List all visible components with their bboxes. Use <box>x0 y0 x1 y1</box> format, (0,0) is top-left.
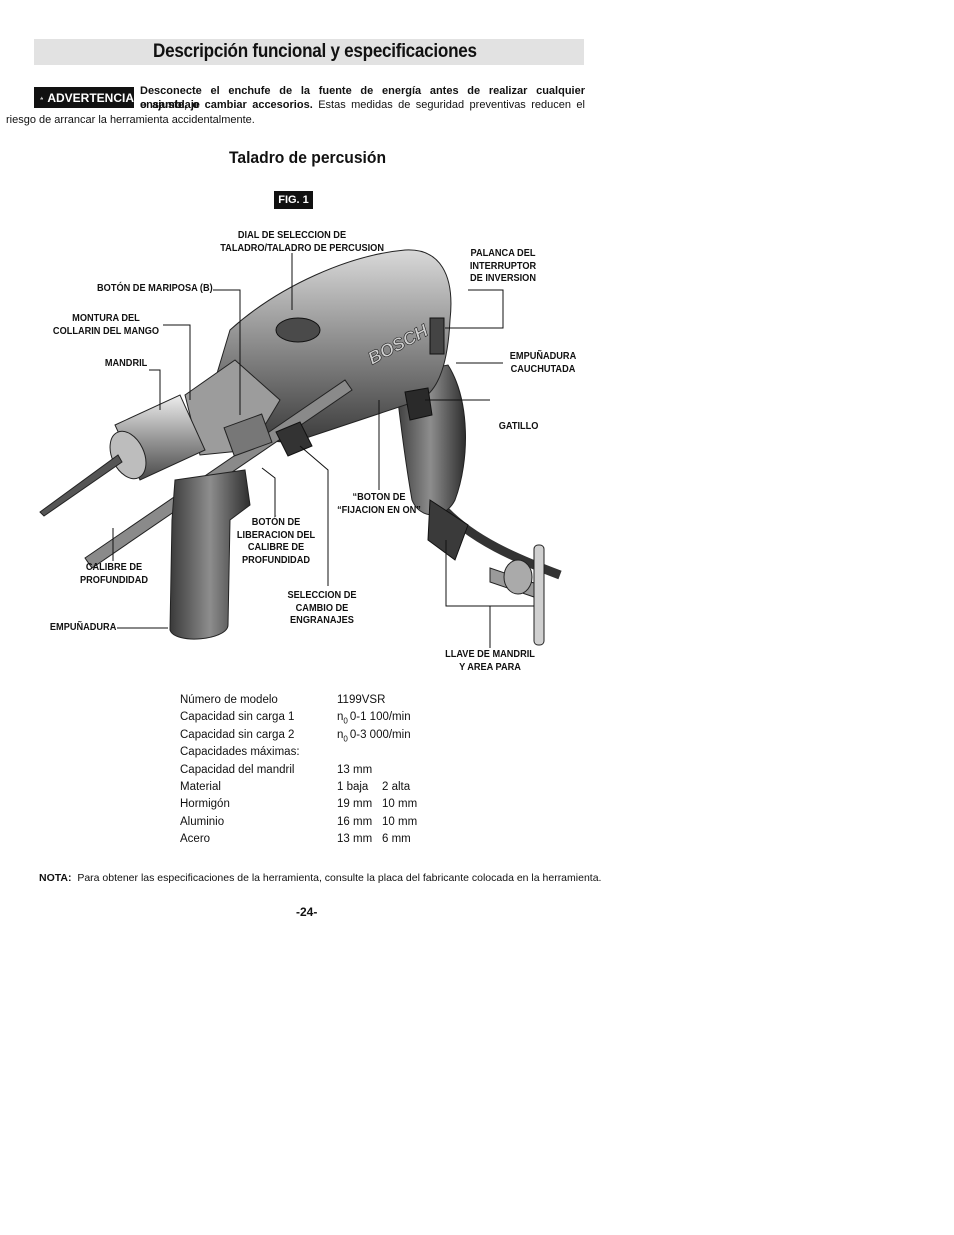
spec-value: 19 mm <box>337 798 373 811</box>
callout-empunadura-cauchutada: EMPUÑADURA CAUCHUTADA <box>506 351 580 376</box>
callout-mandril: MANDRIL <box>104 358 148 369</box>
spec-value-2: 6 mm <box>382 833 411 846</box>
callout-boton-fij-line-1: “BOTON DE <box>352 492 406 503</box>
callout-montura-line-1: MONTURA DEL <box>72 313 140 324</box>
spec-value: 13 mm <box>337 763 373 776</box>
callout-palanca-line-3: DE INVERSION <box>470 273 536 284</box>
callout-palanca-line-2: INTERRUPTOR <box>469 260 537 272</box>
spec-subscript: 0 <box>343 716 348 726</box>
spec-label: Acero <box>180 833 211 846</box>
callout-palanca-line-1: PALANCA DEL <box>470 248 536 259</box>
callout-dial: DIAL DE SELECCION DE TALADRO/TALADRO DE … <box>220 230 384 255</box>
callout-boton-fij-line-2: “FIJACION EN ON” <box>337 504 421 516</box>
spec-label: Aluminio <box>180 815 225 828</box>
callout-palanca: PALANCA DEL INTERRUPTOR DE INVERSION <box>463 248 542 286</box>
spec-label: Capacidades máximas: <box>180 746 300 759</box>
warning-text-line-2: o ajuste, o cambiar accesorios. Estas me… <box>140 98 585 112</box>
callout-seleccion-line-1: SELECCION DE <box>287 590 357 601</box>
side-handle <box>169 469 251 640</box>
callout-boton-lib-line-1: BOTÓN DE <box>251 517 301 528</box>
callout-empunadura-c-line-1: EMPUÑADURA <box>509 351 577 362</box>
section-title: Descripción funcional y especificaciones <box>153 41 477 62</box>
warning-triangle-icon <box>40 96 44 99</box>
warning-badge: ADVERTENCIA <box>34 87 134 108</box>
chuck-key-bar <box>533 544 545 646</box>
spec-value-2: 2 alta <box>382 781 411 793</box>
spec-value-2: 10 mm <box>382 815 418 828</box>
section-title-bar: Descripción funcional y especificaciones <box>34 39 584 65</box>
callout-llave: LLAVE DE MANDRIL Y AREA PARA <box>442 649 538 674</box>
reverse-lever <box>429 317 445 355</box>
trigger <box>404 387 433 421</box>
spec-value: 1199VSR <box>337 694 386 706</box>
callout-montura: MONTURA DEL COLLARIN DEL MANGO <box>51 313 161 338</box>
callout-boton-lib-line-3: CALIBRE DE <box>247 542 305 553</box>
warning-bold-line-2: o ajuste, o cambiar accesorios. <box>140 99 313 111</box>
spec-label: Número de modelo <box>180 694 278 706</box>
spec-label: Capacidad del mandril <box>180 763 295 776</box>
callout-calibre: CALIBRE DE PROFUNDIDAD <box>75 562 152 587</box>
spec-label: Capacidad sin carga 2 <box>180 728 295 741</box>
callout-calibre-line-2: PROFUNDIDAD <box>80 574 148 586</box>
spec-label: Material <box>180 781 221 793</box>
callout-seleccion: SELECCION DE CAMBIO DE ENGRANAJES <box>283 590 360 628</box>
note: NOTA: Para obtener las especificaciones … <box>39 872 601 884</box>
callout-seleccion-line-3: ENGRANAJES <box>290 615 354 626</box>
spec-value-text: 0-1 100/min <box>349 711 411 724</box>
callout-dial-line-2: TALADRO/TALADRO DE PERCUSION <box>220 242 384 254</box>
callout-montura-line-2: COLLARIN DEL MANGO <box>52 325 160 337</box>
figure-label: FIG. 1 <box>274 191 313 209</box>
spec-value: 16 mm <box>337 815 373 828</box>
note-text: Para obtener las especificaciones de la … <box>77 872 602 884</box>
gear-selector <box>275 421 313 457</box>
callout-empunadura-c-line-2: CAUCHUTADA <box>510 363 576 375</box>
spec-value: 1 baja <box>337 781 369 793</box>
note-label: NOTA: <box>39 872 72 884</box>
spec-prefix: n <box>337 711 344 724</box>
warning-text-line-3: riesgo de arrancar la herramienta accide… <box>6 114 255 126</box>
spec-prefix: n <box>337 728 344 741</box>
spec-value-text: 0-3 000/min <box>349 728 411 741</box>
callout-boton-lib-line-4: PROFUNDIDAD <box>242 554 310 566</box>
spec-value-2: 10 mm <box>382 798 418 811</box>
callout-mariposa: BOTÓN DE MARIPOSA (B) <box>97 283 213 294</box>
callout-boton-liberacion: BOTÓN DE LIBERACION DEL CALIBRE DE PROFU… <box>232 517 320 567</box>
spec-table: Número de modelo 1199VSR Capacidad sin car… <box>0 692 600 852</box>
drill-bit <box>39 454 123 517</box>
callout-lines <box>112 253 534 648</box>
callout-llave-line-1: LLAVE DE MANDRIL <box>445 649 535 660</box>
callout-boton-fijacion: “BOTON DE “FIJACION EN ON” <box>334 492 424 517</box>
callout-boton-lib-line-2: LIBERACION DEL <box>236 529 316 541</box>
warning-text-line-1: Desconecte el enchufe de la fuente de en… <box>140 84 585 112</box>
drill-illustration: BOSCH <box>39 249 562 648</box>
callout-dial-line-1: DIAL DE SELECCION DE <box>237 230 347 241</box>
section-subtitle: Taladro de percusión <box>229 148 387 167</box>
cord-protector <box>427 499 469 561</box>
warning-normal-line-2: Estas medidas de seguridad preventivas r… <box>318 99 585 111</box>
page-number: -24- <box>296 905 318 919</box>
spec-label: Hormigón <box>180 798 230 811</box>
warning-bold-line-1: Desconecte el enchufe de la fuente de en… <box>140 85 585 111</box>
depth-gauge-clamp <box>223 413 273 457</box>
spec-subscript: 0 <box>343 734 348 744</box>
spec-value: 13 mm <box>337 833 373 846</box>
callout-llave-line-2: Y AREA PARA <box>459 661 521 673</box>
warning-badge-label: ADVERTENCIA <box>47 90 134 105</box>
spec-label: Capacidad sin carga 1 <box>180 711 295 724</box>
callout-empunadura: EMPUÑADURA <box>49 622 117 633</box>
callout-calibre-line-1: CALIBRE DE <box>85 562 143 573</box>
callout-seleccion-line-2: CAMBIO DE <box>295 602 349 614</box>
dial <box>275 317 321 343</box>
callout-gatillo: GATILLO <box>498 421 539 432</box>
